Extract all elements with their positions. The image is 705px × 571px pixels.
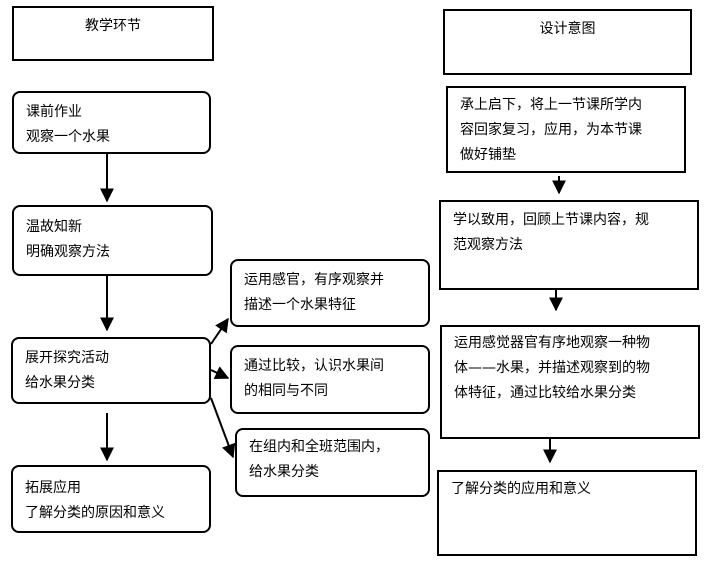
sub-activity-2-line2: 的相同与不同 [244, 383, 328, 399]
intent-box-2: 学以致用，回顾上节课内容，规 范观察方法 [439, 200, 699, 290]
step-2-line2: 明确观察方法 [26, 244, 110, 260]
arrow-step3-to-sub1 [210, 317, 229, 345]
step-4-line2: 了解分类的原因和意义 [25, 505, 165, 521]
arrow-step3-to-sub3 [210, 397, 236, 459]
intent-1-line1: 承上启下，将上一节课所学内 [460, 97, 642, 113]
step-box-3: 展开探究活动 给水果分类 [11, 337, 211, 404]
intent-1-line3: 做好铺垫 [460, 147, 516, 163]
sub-activity-box-2: 通过比较，认识水果间 的相同与不同 [230, 345, 430, 414]
sub-activity-box-1: 运用感官，有序观察并 描述一个水果特征 [230, 259, 430, 327]
step-1-line1: 课前作业 [26, 104, 82, 120]
intent-2-line1: 学以致用，回顾上节课内容，规 [453, 212, 649, 228]
step-box-1: 课前作业 观察一个水果 [12, 91, 211, 154]
step-3-line2: 给水果分类 [25, 375, 95, 391]
header-design-intent: 设计意图 [443, 9, 692, 75]
step-1-line2: 观察一个水果 [26, 129, 110, 145]
sub-activity-1-line1: 运用感官，有序观察并 [244, 272, 384, 288]
sub-activity-3-line1: 在组内和全班范围内， [249, 439, 389, 455]
intent-1-line2: 容回家复习，应用，为本节课 [460, 122, 642, 138]
sub-activity-3-line2: 给水果分类 [249, 464, 319, 480]
intent-3-line1: 运用感觉器官有序地观察一种物 [454, 335, 650, 351]
intent-box-3: 运用感觉器官有序地观察一种物 体——水果，并描述观察到的物 体特征，通过比较给水… [440, 325, 700, 439]
step-box-4: 拓展应用 了解分类的原因和意义 [11, 465, 211, 533]
step-2-line1: 温故知新 [26, 219, 82, 235]
intent-2-line2: 范观察方法 [453, 237, 523, 253]
arrow-step3-to-sub2 [210, 366, 230, 379]
intent-box-4: 了解分类的应用和意义 [437, 470, 697, 556]
step-4-line1: 拓展应用 [25, 480, 81, 496]
sub-activity-2-line1: 通过比较，认识水果间 [244, 358, 384, 374]
header-teaching-steps: 教学环节 [12, 6, 214, 61]
header-design-intent-label: 设计意图 [539, 21, 596, 37]
sub-activity-1-line2: 描述一个水果特征 [244, 297, 356, 313]
intent-box-1: 承上启下，将上一节课所学内 容回家复习，应用，为本节课 做好铺垫 [446, 86, 686, 173]
intent-3-line3: 体特征，通过比较给水果分类 [454, 385, 636, 401]
step-3-line1: 展开探究活动 [25, 350, 109, 366]
header-teaching-steps-label: 教学环节 [85, 18, 141, 34]
step-box-2: 温故知新 明确观察方法 [12, 205, 213, 276]
intent-4-line1: 了解分类的应用和意义 [451, 481, 591, 497]
sub-activity-box-3: 在组内和全班范围内， 给水果分类 [235, 428, 430, 497]
intent-3-line2: 体——水果，并描述观察到的物 [454, 360, 650, 376]
